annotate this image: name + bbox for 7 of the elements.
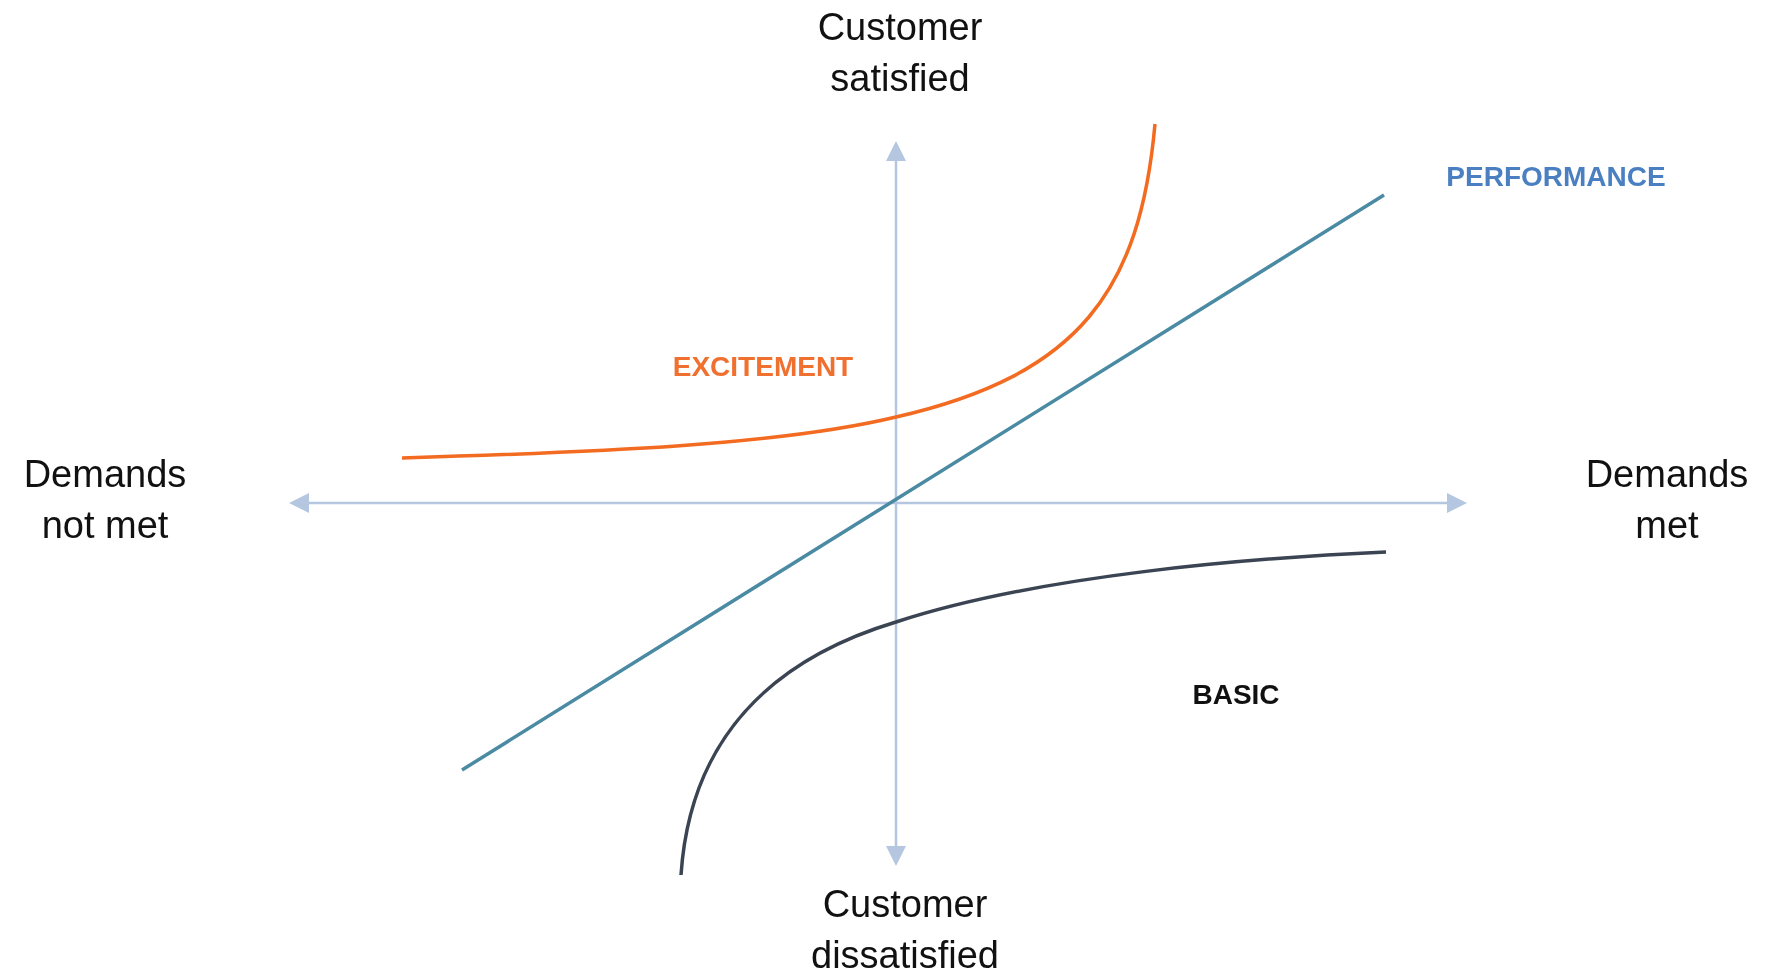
axis-label: Customer satisfied [816,4,984,101]
axis-label: Demands not met [22,451,188,548]
axis-label: Customer dissatisfied [810,881,1000,978]
curve-label: EXCITEMENT [672,350,854,385]
axis-label: Demands met [1584,451,1750,548]
curve-label: PERFORMANCE [1446,160,1666,195]
curve-label: BASIC [1192,678,1280,713]
